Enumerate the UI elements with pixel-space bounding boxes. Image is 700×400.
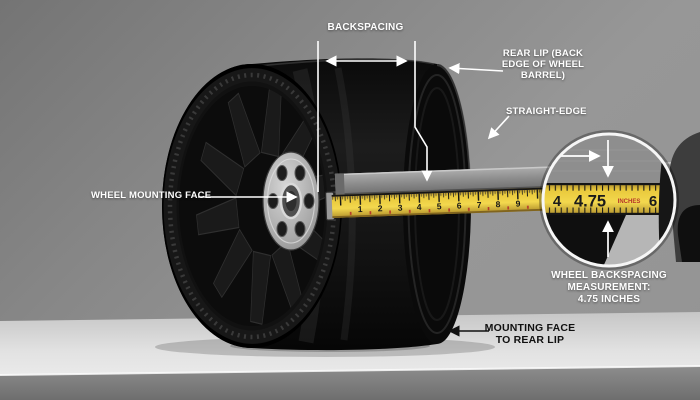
inset-reading: 4.75 <box>574 193 606 211</box>
svg-text:8: 8 <box>496 199 501 209</box>
inset-left-number: 4 <box>553 193 562 210</box>
rear-lip-label: REAR LIP (BACK EDGE OF WHEEL BARREL) <box>501 48 585 82</box>
inset-tape: 4 4.75 INCHES 6 <box>543 183 675 215</box>
measurement-label: WHEEL BACKSPACING MEASUREMENT: 4.75 INCH… <box>551 270 667 305</box>
wheel-face <box>162 64 342 348</box>
mounting-face-to-rear-lip-label: MOUNTING FACE TO REAR LIP <box>484 322 576 347</box>
svg-text:3: 3 <box>398 203 403 213</box>
table <box>0 312 700 400</box>
svg-text:7: 7 <box>477 200 482 210</box>
magnifier-inset: 4 4.75 INCHES 6 <box>539 130 679 270</box>
annotations <box>198 41 510 203</box>
tape-numbers: 1 2 3 4 5 6 7 8 9 <box>358 198 521 214</box>
svg-text:9: 9 <box>516 198 521 208</box>
straight-edge-arrow <box>487 115 510 140</box>
rear-lip-arrow <box>448 62 504 75</box>
backspacing-label: BACKSPACING <box>327 22 404 33</box>
svg-text:6: 6 <box>457 200 462 210</box>
inset-rim <box>541 132 677 268</box>
svg-text:1: 1 <box>358 204 363 214</box>
svg-text:4: 4 <box>417 202 422 212</box>
backspacing-pointer-line <box>414 41 433 182</box>
svg-text:5: 5 <box>437 201 442 211</box>
inset-right-number: 6 <box>649 193 657 210</box>
wheel-mounting-face-label: WHEEL MOUNTING FACE <box>91 190 212 201</box>
svg-text:2: 2 <box>378 203 383 213</box>
inset-unit-label: INCHES <box>618 199 641 205</box>
tape-measure: 1 2 3 4 5 6 7 8 9 <box>325 186 567 221</box>
tape-case <box>658 151 675 258</box>
straight-edge-label: STRAIGHT-EDGE <box>506 106 587 117</box>
tape-body-hand <box>669 132 700 262</box>
wheel-hub <box>262 151 320 251</box>
